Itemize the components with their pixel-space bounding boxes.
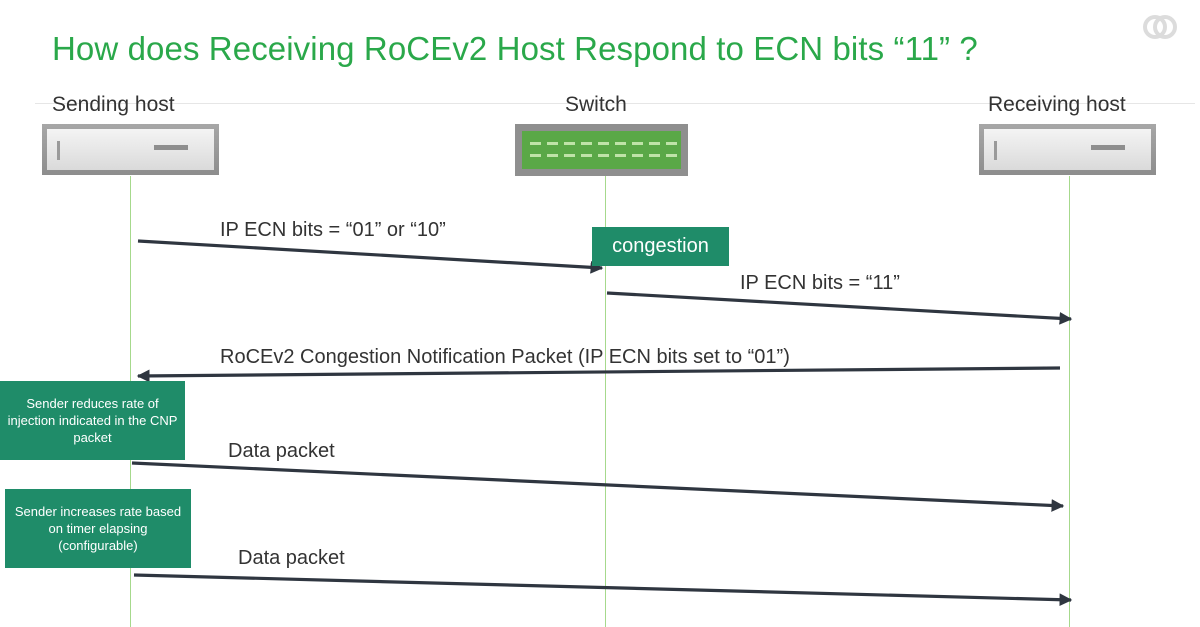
switch-port — [598, 154, 609, 157]
arrow-cnp — [136, 366, 1061, 383]
arrow-ecn-01-10 — [137, 239, 604, 274]
switch-port — [632, 142, 643, 145]
switch-port — [564, 154, 575, 157]
network-switch-icon — [515, 124, 688, 176]
congestion-callout: congestion — [592, 227, 729, 266]
switch-port — [564, 142, 575, 145]
sender-note: Sender reduces rate of injection indicat… — [0, 381, 185, 460]
arrow-ecn-11 — [606, 291, 1073, 325]
actor-label-switch: Switch — [565, 93, 627, 116]
arrow-data-packet-1 — [131, 461, 1065, 512]
switch-port — [547, 154, 558, 157]
switch-port — [615, 142, 626, 145]
switch-port — [530, 154, 541, 157]
message-label: Data packet — [238, 547, 345, 569]
actor-label-receiving-host: Receiving host — [988, 93, 1126, 116]
switch-port — [666, 142, 677, 145]
switch-port — [581, 142, 592, 145]
slide-title: How does Receiving RoCEv2 Host Respond t… — [52, 30, 978, 67]
switch-port — [581, 154, 592, 157]
message-label: IP ECN bits = “01” or “10” — [220, 219, 446, 241]
switch-port — [598, 142, 609, 145]
switch-port — [615, 154, 626, 157]
sender-note: Sender increases rate based on timer ela… — [5, 489, 191, 568]
message-label: Data packet — [228, 440, 335, 462]
switch-port — [632, 154, 643, 157]
server-host-icon — [42, 124, 219, 175]
message-label: IP ECN bits = “11” — [740, 272, 900, 294]
title-divider — [35, 103, 1195, 104]
switch-port — [530, 142, 541, 145]
switch-port — [666, 154, 677, 157]
actor-label-sending-host: Sending host — [52, 93, 175, 116]
switch-port — [649, 142, 660, 145]
switch-port — [547, 142, 558, 145]
arrow-data-packet-2 — [133, 573, 1073, 607]
lifeline-switch — [605, 176, 606, 627]
message-label: RoCEv2 Congestion Notification Packet (I… — [220, 346, 790, 368]
switch-port — [649, 154, 660, 157]
brand-logo-icon — [1143, 15, 1177, 39]
lifeline-receiving-host — [1069, 176, 1070, 627]
server-host-icon — [979, 124, 1156, 175]
